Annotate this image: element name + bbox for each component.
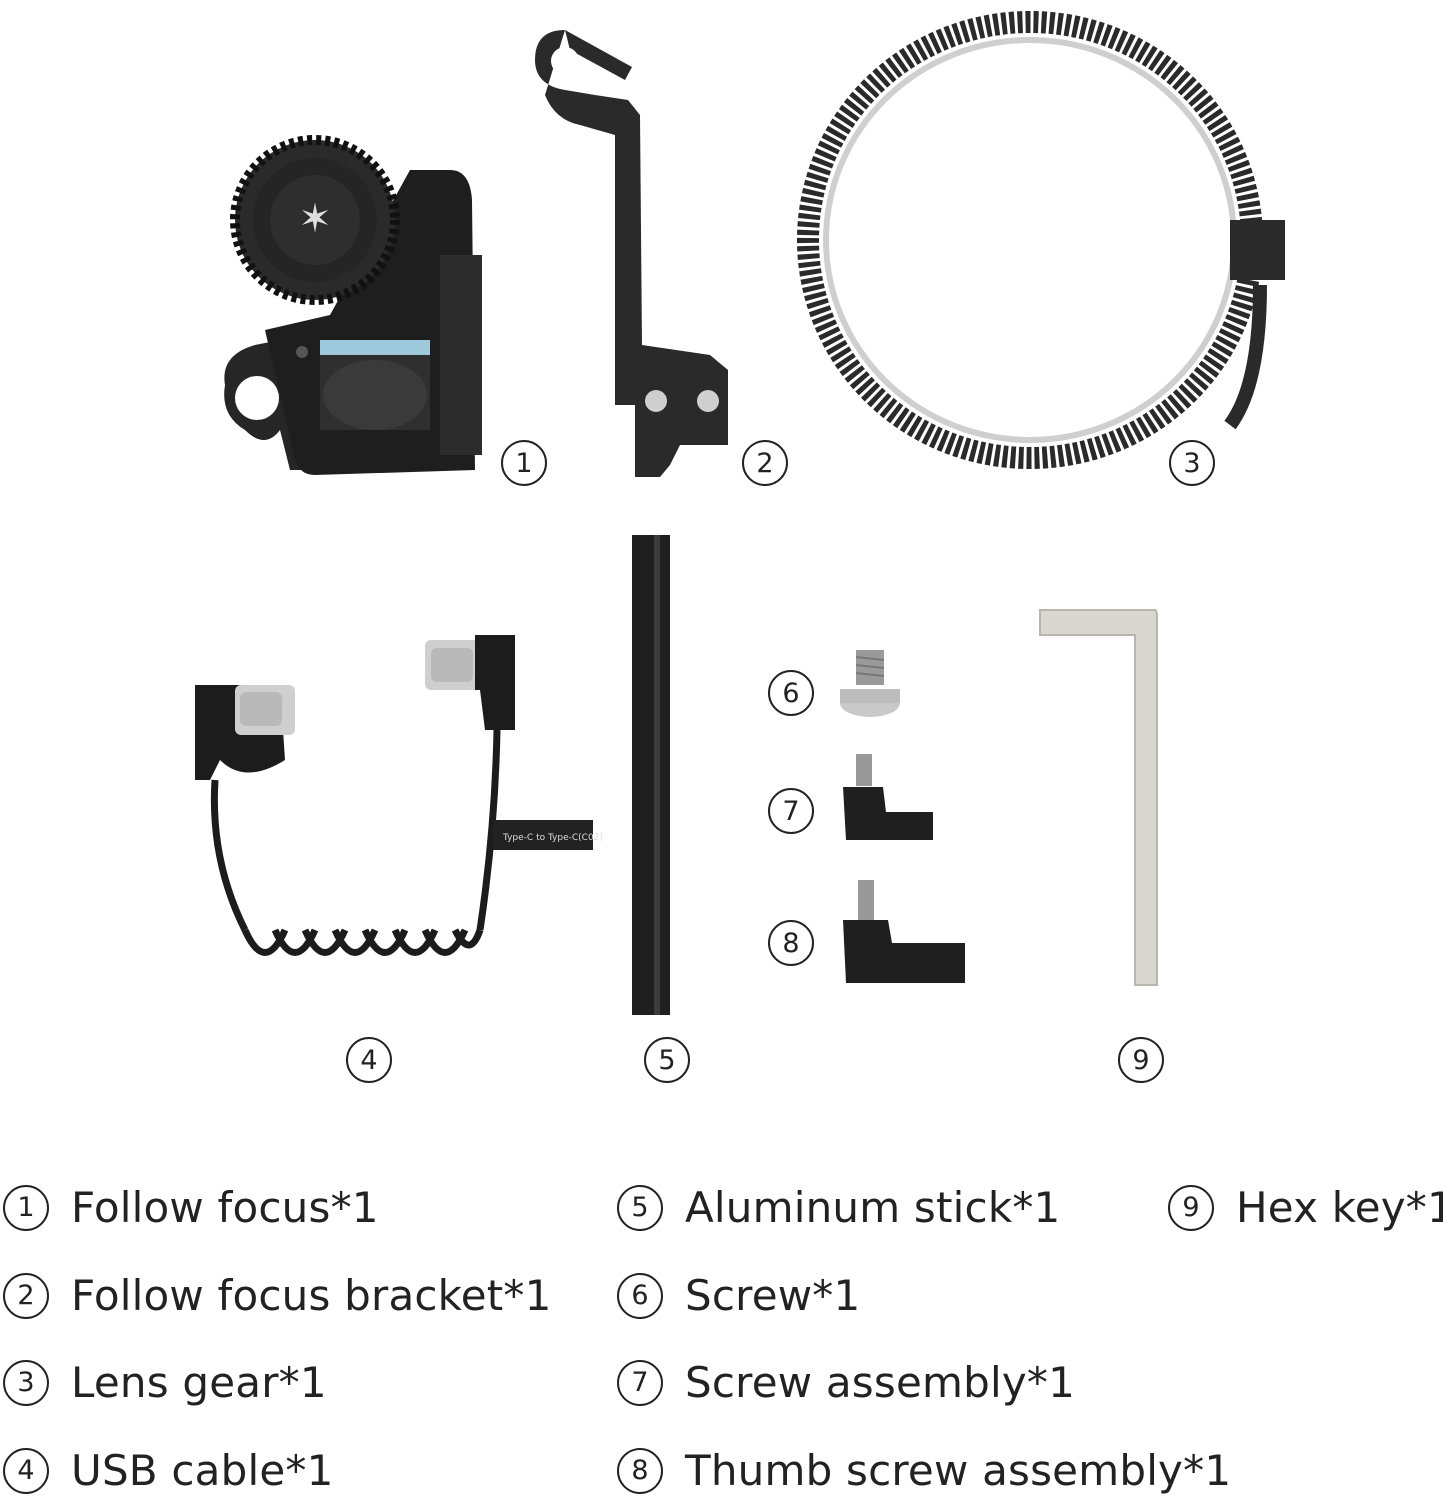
legend-text-2: Follow focus bracket*1: [71, 1271, 552, 1320]
legend-text-6: Screw*1: [685, 1271, 861, 1320]
legend-text-3: Lens gear*1: [71, 1358, 327, 1407]
legend-item-4: 4 USB cable*1: [3, 1446, 334, 1495]
callout-7: 7: [768, 788, 814, 834]
legend-item-1: 1 Follow focus*1: [3, 1183, 379, 1232]
legend-num-1: 1: [3, 1184, 49, 1231]
callout-1: 1: [501, 440, 547, 486]
callout-6: 6: [768, 670, 814, 716]
cable-label: Type-C to Type-C(C02): [502, 833, 603, 843]
legend-num-8: 8: [617, 1447, 663, 1494]
legend-item-9: 9 Hex key*1: [1168, 1183, 1443, 1232]
hex-key-image: [1039, 609, 1158, 986]
legend-text-8: Thumb screw assembly*1: [685, 1446, 1232, 1495]
legend-item-6: 6 Screw*1: [617, 1271, 860, 1320]
callout-8: 8: [768, 920, 814, 966]
legend-num-3: 3: [3, 1359, 49, 1406]
thumb-screw-assembly-image: [843, 880, 965, 983]
legend-item-5: 5 Aluminum stick*1: [617, 1183, 1060, 1232]
legend-num-9: 9: [1168, 1184, 1214, 1231]
legend-text-1: Follow focus*1: [71, 1183, 379, 1232]
callout-4: 4: [346, 1037, 392, 1083]
legend-item-7: 7 Screw assembly*1: [617, 1358, 1075, 1407]
callout-2: 2: [742, 440, 788, 486]
legend-item-2: 2 Follow focus bracket*1: [3, 1271, 552, 1320]
callout-9: 9: [1118, 1037, 1164, 1083]
legend-num-5: 5: [617, 1184, 663, 1231]
legend-text-9: Hex key*1: [1236, 1183, 1443, 1232]
screw-assembly-image: [843, 754, 933, 840]
follow-focus-image: ✶: [224, 135, 482, 475]
legend-item-3: 3 Lens gear*1: [3, 1358, 327, 1407]
aluminum-stick-image: [632, 535, 670, 1015]
legend-num-2: 2: [3, 1272, 49, 1319]
svg-text:✶: ✶: [298, 196, 332, 242]
legend-num-6: 6: [617, 1272, 663, 1319]
legend-num-7: 7: [617, 1359, 663, 1406]
lens-gear-image: [797, 11, 1285, 469]
screw-image: [840, 650, 900, 717]
legend-num-4: 4: [3, 1447, 49, 1494]
usb-cable-image: Type-C to Type-C(C02): [195, 635, 603, 956]
callout-3: 3: [1169, 440, 1215, 486]
follow-focus-bracket-image: [535, 30, 728, 477]
legend-text-7: Screw assembly*1: [685, 1358, 1075, 1407]
callout-5: 5: [644, 1037, 690, 1083]
legend-text-4: USB cable*1: [71, 1446, 334, 1495]
legend-item-8: 8 Thumb screw assembly*1: [617, 1446, 1231, 1495]
legend-text-5: Aluminum stick*1: [685, 1183, 1061, 1232]
